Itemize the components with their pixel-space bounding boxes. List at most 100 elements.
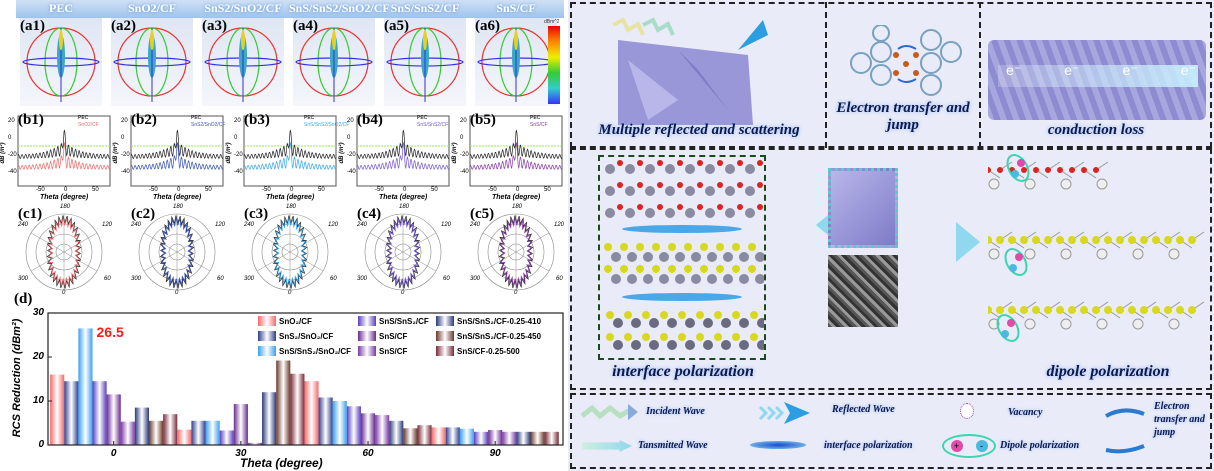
electron-label: e⁻ [1180,62,1196,78]
legend-electron-transfer: Electron transfer and jump [1154,401,1205,438]
panel-label-c: (c1) [18,206,43,222]
rcs-line-plot [130,115,224,187]
angle-tick: 0 [401,290,405,296]
angle-tick: 180 [60,204,71,210]
pec-polar-curve [46,215,82,289]
legend-swatch [258,346,276,356]
y-tick: -40 [8,169,17,175]
panel-label-a: (a6) [475,18,500,34]
panel-label-a: (a3) [202,18,227,34]
angle-tick: 240 [357,222,368,228]
bar [473,431,489,445]
bar [403,428,418,445]
scattering-sphere [113,27,191,102]
incident-wave-icon [580,404,638,420]
y-tick: 20 [460,118,467,124]
y-tick: -40 [347,169,356,175]
y-tick: 0 [234,135,238,141]
x-tick-label: 90 [489,448,501,459]
bar [304,381,319,445]
rcs-curve [17,141,111,170]
angle-tick: 60 [556,276,563,282]
pec-polar-curve [385,215,421,289]
bar [502,431,517,445]
x-tick: -50 [375,187,384,193]
bar [445,427,460,445]
legend-swatch [258,331,276,341]
legend-sample: SnS/CF [530,122,548,128]
vacancy-marker [1024,318,1036,330]
rcs-curve [17,129,111,160]
angle-tick: 300 [18,276,29,282]
y-tick: -20 [8,152,17,158]
bar [389,420,404,445]
y-tick-label: 10 [32,395,44,406]
legend-pec: PEC [530,115,541,121]
legend-transmitted-wave: Tansmitted Wave [638,440,708,451]
bar [318,397,333,445]
angle-tick: 0 [62,290,66,296]
bar [233,404,248,445]
x-tick-label: 30 [235,448,247,459]
bar [78,328,93,445]
legend-swatch [436,316,454,326]
angle-tick: 240 [18,222,29,228]
bar [92,381,107,445]
rcs-curve [243,129,337,160]
bar [219,430,234,445]
rcs-curve [243,141,337,170]
bar [459,428,474,445]
rcs-curve [130,141,224,170]
sem-image-top [828,168,898,248]
crystal-structure-interface [604,160,767,350]
panel-label-d: (d) [14,291,33,307]
y-tick: 0 [8,135,12,141]
y-axis-title: RCS Reduction (dBm²) [11,318,23,438]
sample-polar-curve [499,218,533,286]
x-tick: -50 [36,187,45,193]
interface-polarization-marker [622,293,742,301]
x-axis-label: Theta (degree) [379,194,428,201]
rcs-line-plot [356,115,450,187]
polarization-box [570,148,1212,390]
angle-tick: 120 [554,222,565,228]
electron-transfer-molecule [850,25,962,96]
vacancy-marker [1132,318,1144,330]
vacancy-marker [1168,318,1180,330]
angle-tick: 0 [288,290,292,296]
legend-label: SnS₂/SnO₂/CF [279,331,334,341]
interface-polarization-icon [750,441,806,449]
y-tick-label: 0 [38,439,44,450]
legend-sample: SnS/SnS2/SnO2/CF [304,122,350,128]
rcs-line-plot [17,115,111,187]
angle-tick: 120 [441,222,452,228]
x-tick: 50 [431,187,438,193]
panel-label-b: (b3) [244,112,270,128]
bar [149,420,164,445]
bar [177,429,192,445]
bar [205,420,220,445]
bar [163,414,178,445]
angle-tick: 180 [173,204,184,210]
reflected-wave-icon [758,402,810,424]
vacancy-marker [1096,248,1108,260]
dipole-marker [1006,154,1030,182]
radar-3d-plot [202,18,284,106]
angle-tick: 60 [217,276,224,282]
caption-dipole-polarization: dipole polarization [1046,363,1170,380]
a-title: SnS/SnS2/CF [390,1,460,15]
x-tick: 0 [516,187,520,193]
y-axis-label: dB (m²) [339,142,345,164]
y-axis-label: dB (m²) [226,142,232,164]
sem-image-bottom [828,255,898,327]
scattering-sphere [204,27,282,102]
caption-multiple-reflection: Multiple reflected and scattering [598,122,800,138]
legend-item: SnS/CF [358,346,407,356]
radar-3d-plot [475,18,557,106]
y-tick: 0 [460,135,464,141]
y-axis-label: dB (m²) [113,142,119,164]
y-tick: 0 [347,135,351,141]
rcs-curve [469,141,563,170]
polar-plot [138,213,216,291]
x-axis-label: Theta (degree) [266,194,315,201]
